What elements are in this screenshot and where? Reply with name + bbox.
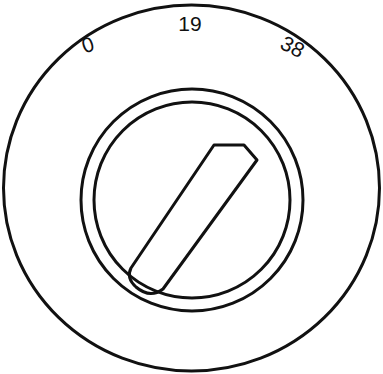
scale-number: 38	[278, 31, 308, 61]
knob-ring	[94, 102, 290, 298]
dial-outer-ring	[81, 89, 303, 311]
scale-number: 0	[79, 32, 97, 56]
scale-number: 19	[178, 13, 201, 34]
dial-rim	[4, 5, 380, 371]
knob-pointer	[129, 145, 257, 294]
